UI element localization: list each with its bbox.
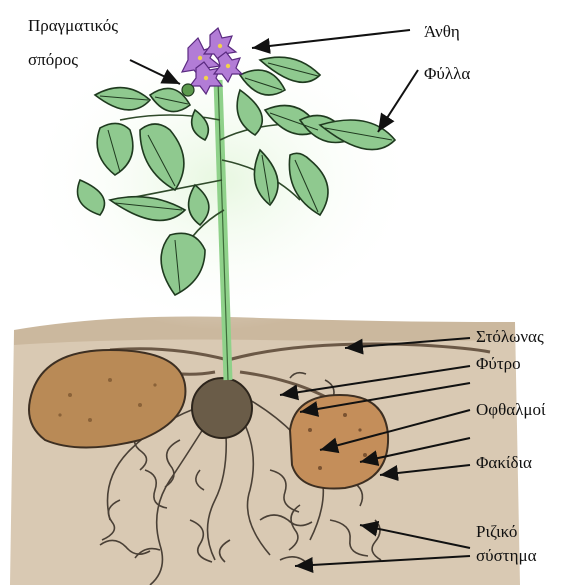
label-lenticels: Φακίδια	[476, 453, 532, 473]
label-root-line2: σύστημα	[476, 546, 537, 566]
label-root-line1: Ριζικό	[476, 522, 517, 542]
label-eyes: Οφθαλμοί	[476, 400, 546, 420]
label-flowers: Άνθη	[424, 22, 460, 42]
true-seed-berry	[182, 84, 194, 96]
label-true-seed-line2: σπόρος	[28, 50, 78, 70]
label-sprout: Φύτρο	[476, 354, 521, 374]
label-stolon: Στόλωνας	[476, 327, 544, 347]
label-leaves: Φύλλα	[424, 64, 470, 84]
mother-tuber	[192, 378, 252, 438]
label-true-seed-line1: Πραγματικός	[28, 16, 118, 36]
tuber-small	[290, 395, 388, 489]
